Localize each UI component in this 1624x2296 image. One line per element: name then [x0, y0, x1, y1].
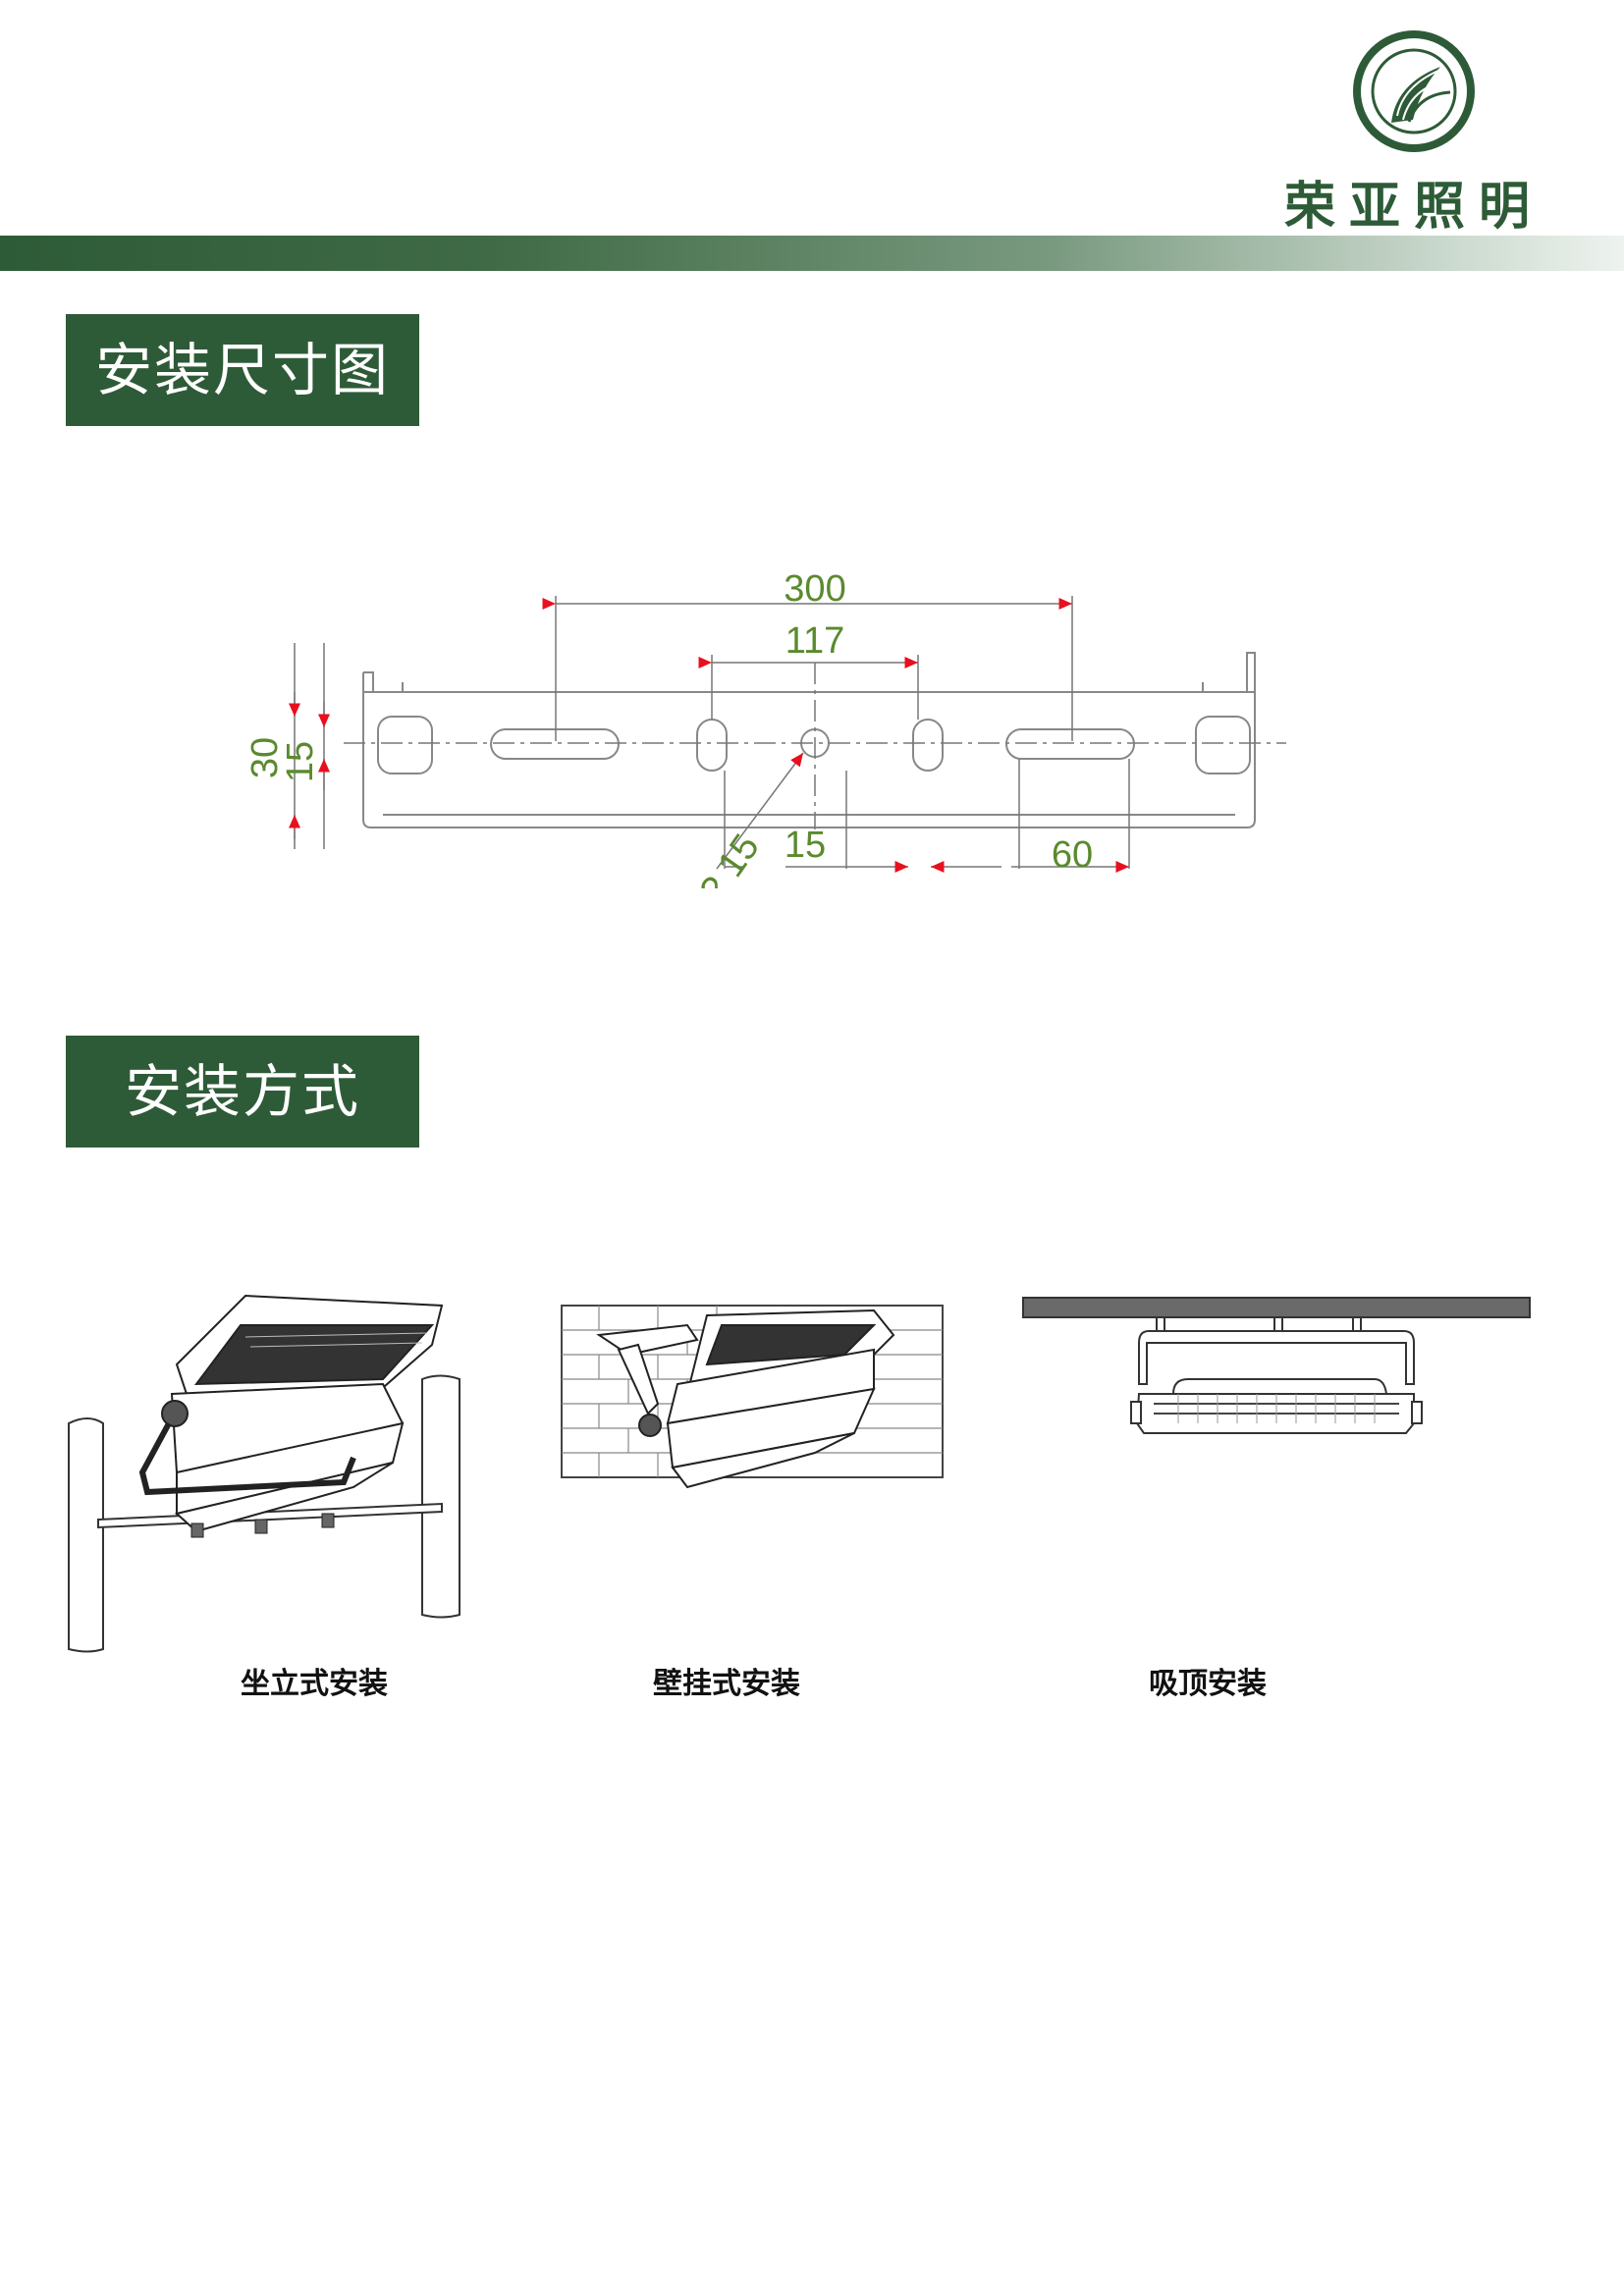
pole-mount-illustration — [68, 1294, 460, 1653]
dim-slot-height: 15 — [280, 741, 321, 782]
brand-logo: 荣亚照明 — [1281, 29, 1546, 237]
caption-wall-mount: 壁挂式安装 — [653, 1667, 800, 1701]
dim-long-slot: 60 — [1052, 834, 1093, 876]
ceiling-mount-illustration — [1022, 1297, 1531, 1434]
section-title-dimensions: 安装尺寸图 — [66, 314, 419, 426]
caption-ceiling-mount: 吸顶安装 — [1149, 1667, 1267, 1701]
dim-height: 30 — [244, 737, 286, 778]
section-title-installation: 安装方式 — [66, 1036, 419, 1148]
dim-overall-length: 300 — [784, 568, 845, 610]
bracket-dimension-drawing: 300 117 30 15 ? 15 15 60 — [244, 568, 1286, 888]
brand-name: 荣亚照明 — [1283, 178, 1543, 237]
dim-slot-width: 15 — [785, 825, 826, 866]
caption-pole-mount: 坐立式安装 — [241, 1667, 388, 1701]
palm-leaf-circle-logo-icon — [1353, 30, 1475, 152]
dim-hole-diameter: ? 15 — [692, 827, 768, 888]
dim-center-slots: 117 — [785, 620, 845, 662]
wall-mount-illustration — [561, 1305, 944, 1489]
header-gradient-bar — [0, 236, 1624, 271]
